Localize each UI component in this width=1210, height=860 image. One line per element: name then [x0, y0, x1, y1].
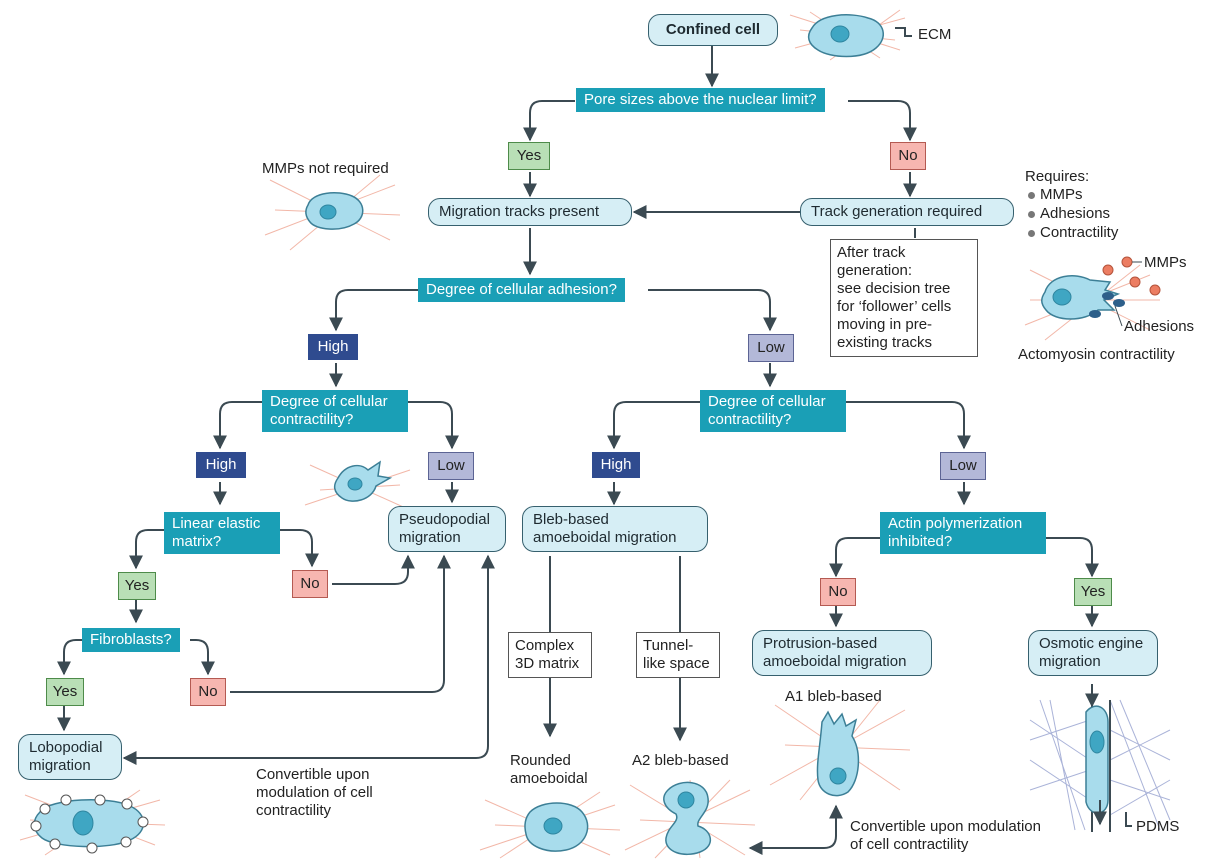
- track-generation-node: Track generation required: [800, 198, 1014, 226]
- bullet-icon: [1028, 211, 1035, 218]
- bullet-icon: [1028, 192, 1035, 199]
- convertible-left-label: Convertible upon modulation of cell cont…: [256, 766, 373, 819]
- tunnel-like-space-note: Tunnel- like space: [636, 632, 720, 678]
- pdms-mesh: [1029, 699, 1171, 831]
- adhesions-label: Adhesions: [1124, 318, 1195, 335]
- mmps-not-required-label: MMPs not required: [262, 160, 389, 177]
- ecm-label: ECM: [918, 26, 952, 43]
- cell-icon-lobopodial: [30, 794, 149, 854]
- cell-icon-top: [807, 14, 884, 58]
- a1-bleb-based-label: A1 bleb-based: [785, 688, 882, 705]
- high-contractility-right: High: [592, 452, 640, 478]
- adhesion-question: Degree of cellular adhesion?: [418, 278, 625, 302]
- mmp-particles: [1102, 256, 1161, 327]
- low-contractility-right: Low: [940, 452, 986, 480]
- requires-title: Requires:: [1025, 168, 1090, 185]
- convertible-right-label: Convertible upon modulation of cell cont…: [850, 818, 1041, 853]
- a2-bleb-based-label: A2 bleb-based: [632, 752, 729, 769]
- mmps-label: MMPs: [1144, 254, 1187, 271]
- no-fibroblasts: No: [190, 678, 226, 706]
- pore-size-question: Pore sizes above the nuclear limit?: [576, 88, 825, 112]
- no-actin: No: [820, 578, 856, 606]
- lobopodial-migration-node: Lobopodial migration: [18, 734, 122, 780]
- requires-item-mmps: MMPs: [1040, 186, 1083, 203]
- requires-item-contractility: Contractility: [1040, 224, 1119, 241]
- contractility-question-left: Degree of cellular contractility?: [262, 390, 408, 432]
- bullet-icon: [1028, 230, 1035, 237]
- fibroblasts-question: Fibroblasts?: [82, 628, 180, 652]
- cell-icon-a2: [663, 781, 711, 856]
- cell-icon-osmotic: [1085, 705, 1109, 814]
- yes-linear: Yes: [118, 572, 156, 600]
- cell-icon-rounded: [524, 802, 589, 852]
- actin-polymerization-question: Actin polymerization inhibited?: [880, 512, 1046, 554]
- osmotic-engine-migration-node: Osmotic engine migration: [1028, 630, 1158, 676]
- confined-cell-node: Confined cell: [648, 14, 778, 46]
- rounded-amoeboidal-label: Rounded amoeboidal: [510, 752, 588, 787]
- high-contractility-left: High: [196, 452, 246, 478]
- yes-fibroblasts: Yes: [46, 678, 84, 706]
- cell-icon-mmps-not-required: [305, 192, 364, 230]
- contractility-question-right: Degree of cellular contractility?: [700, 390, 846, 432]
- cell-icon-a1: [816, 710, 860, 797]
- cell-icon-requires: [1041, 275, 1125, 320]
- after-track-note: After track generation: see decision tre…: [830, 239, 978, 357]
- complex-3d-matrix-note: Complex 3D matrix: [508, 632, 592, 678]
- yes-pore: Yes: [508, 142, 550, 170]
- low-adhesion: Low: [748, 334, 794, 362]
- requires-item-adhesions: Adhesions: [1040, 205, 1111, 222]
- cell-icon-pseudopodial: [333, 460, 393, 502]
- yes-actin: Yes: [1074, 578, 1112, 606]
- protrusion-based-migration-node: Protrusion-based amoeboidal migration: [752, 630, 932, 676]
- pseudopodial-migration-node: Pseudopodial migration: [388, 506, 506, 552]
- actomyosin-label: Actomyosin contractility: [1018, 346, 1175, 363]
- pdms-label: PDMS: [1136, 818, 1180, 835]
- bleb-based-migration-node: Bleb-based amoeboidal migration: [522, 506, 708, 552]
- linear-elastic-question: Linear elastic matrix?: [164, 512, 280, 554]
- flow-edges: [57, 27, 1132, 855]
- no-linear: No: [292, 570, 328, 598]
- low-contractility-left: Low: [428, 452, 474, 480]
- high-adhesion: High: [308, 334, 358, 360]
- no-pore: No: [890, 142, 926, 170]
- migration-tracks-node: Migration tracks present: [428, 198, 632, 226]
